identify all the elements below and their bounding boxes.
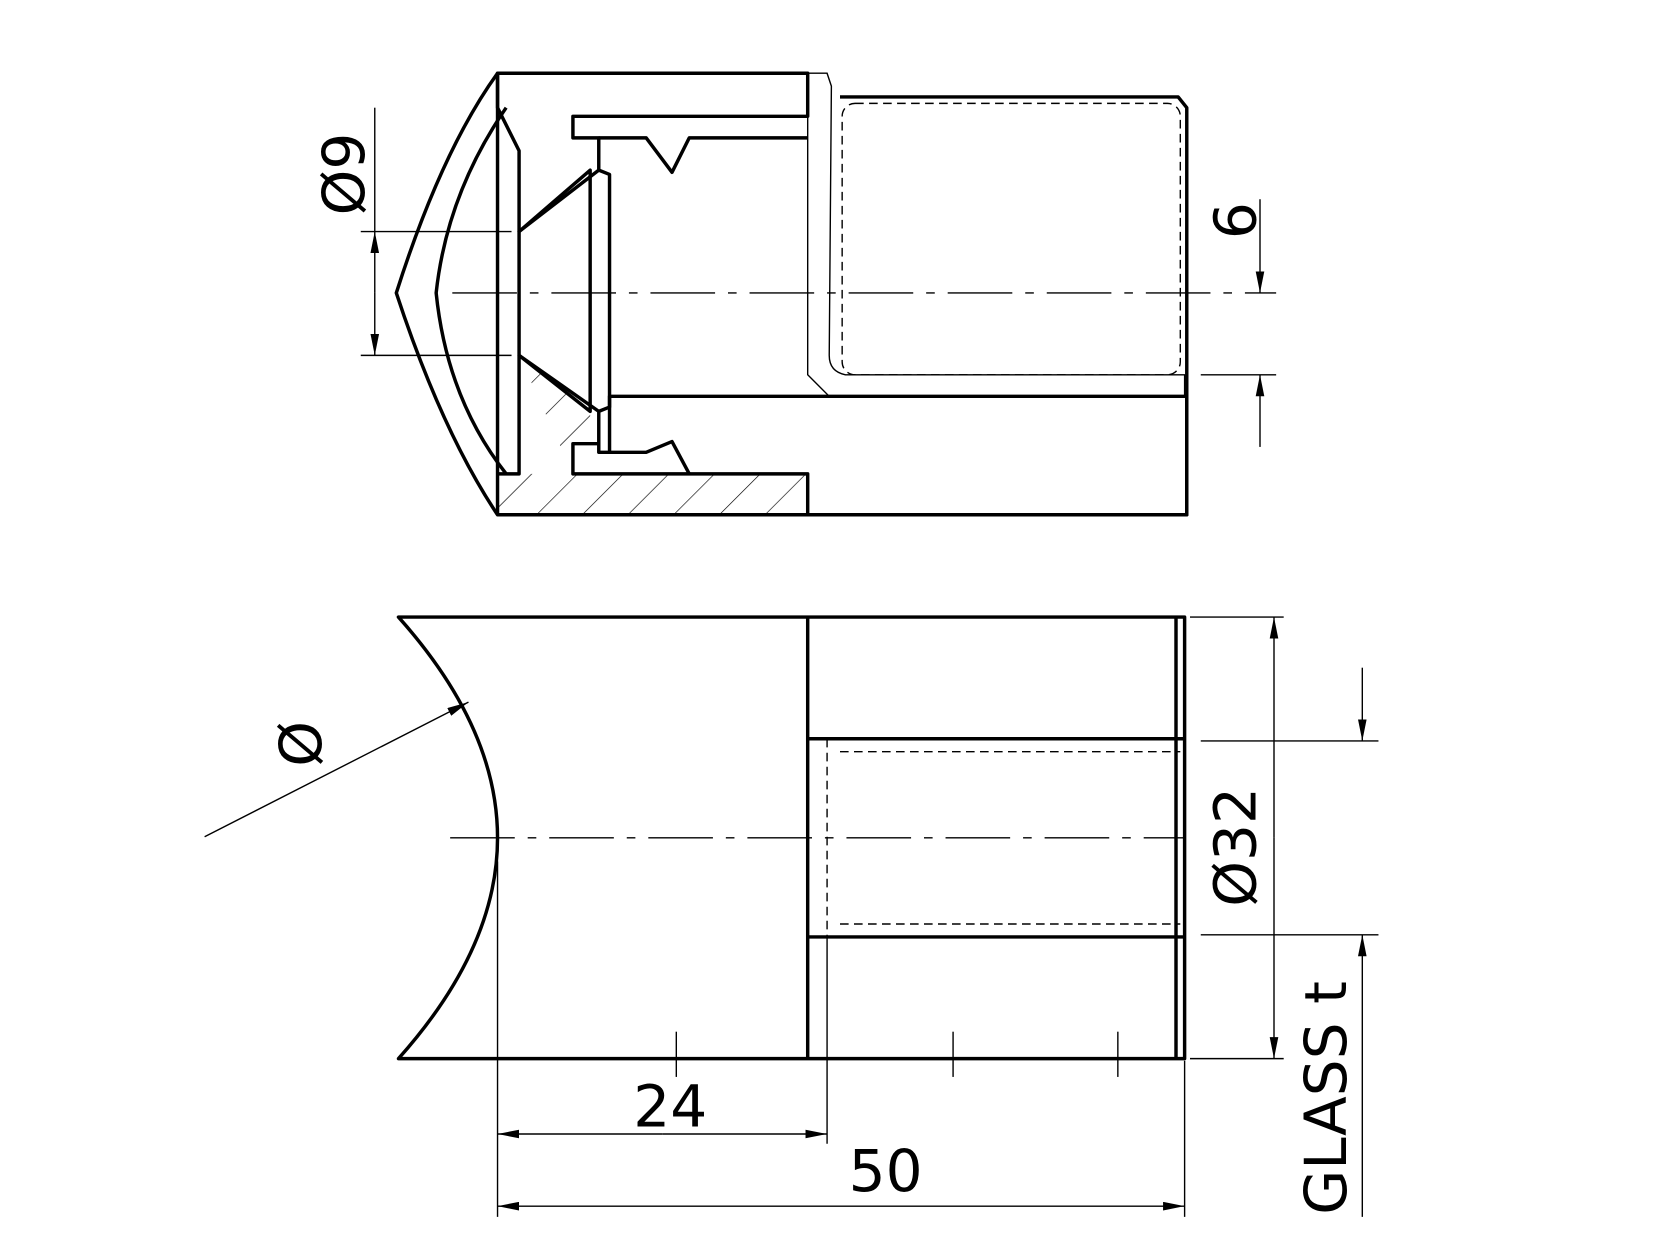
side-view: Ø 24 50 Ø32 GLASS t [204, 615, 1379, 1217]
dim-inner-length: 24 [633, 1072, 707, 1140]
dome-inner-curve [434, 106, 508, 475]
dim-total-length: 50 [849, 1137, 923, 1205]
hatch-left-lower [497, 355, 808, 515]
thread-groove-top [598, 136, 808, 175]
cone-seat [517, 168, 612, 414]
side-outline [396, 615, 1187, 1061]
dim-glass-thickness: GLASS t [1292, 981, 1360, 1215]
dim-bore-diameter: Ø9 [310, 133, 378, 216]
outer-body-outline [394, 72, 1189, 517]
crosshatch-liner [806, 72, 1186, 398]
dim-arrow-line [204, 701, 469, 838]
dim-diameter: Ø32 [1202, 787, 1270, 907]
dim-offset: 6 [1202, 202, 1270, 239]
hidden-bore [841, 102, 1182, 376]
section-view: Ø9 6 [310, 71, 1277, 517]
thread-groove-bottom [609, 439, 691, 475]
dim-pipe-radius: Ø [267, 721, 335, 767]
